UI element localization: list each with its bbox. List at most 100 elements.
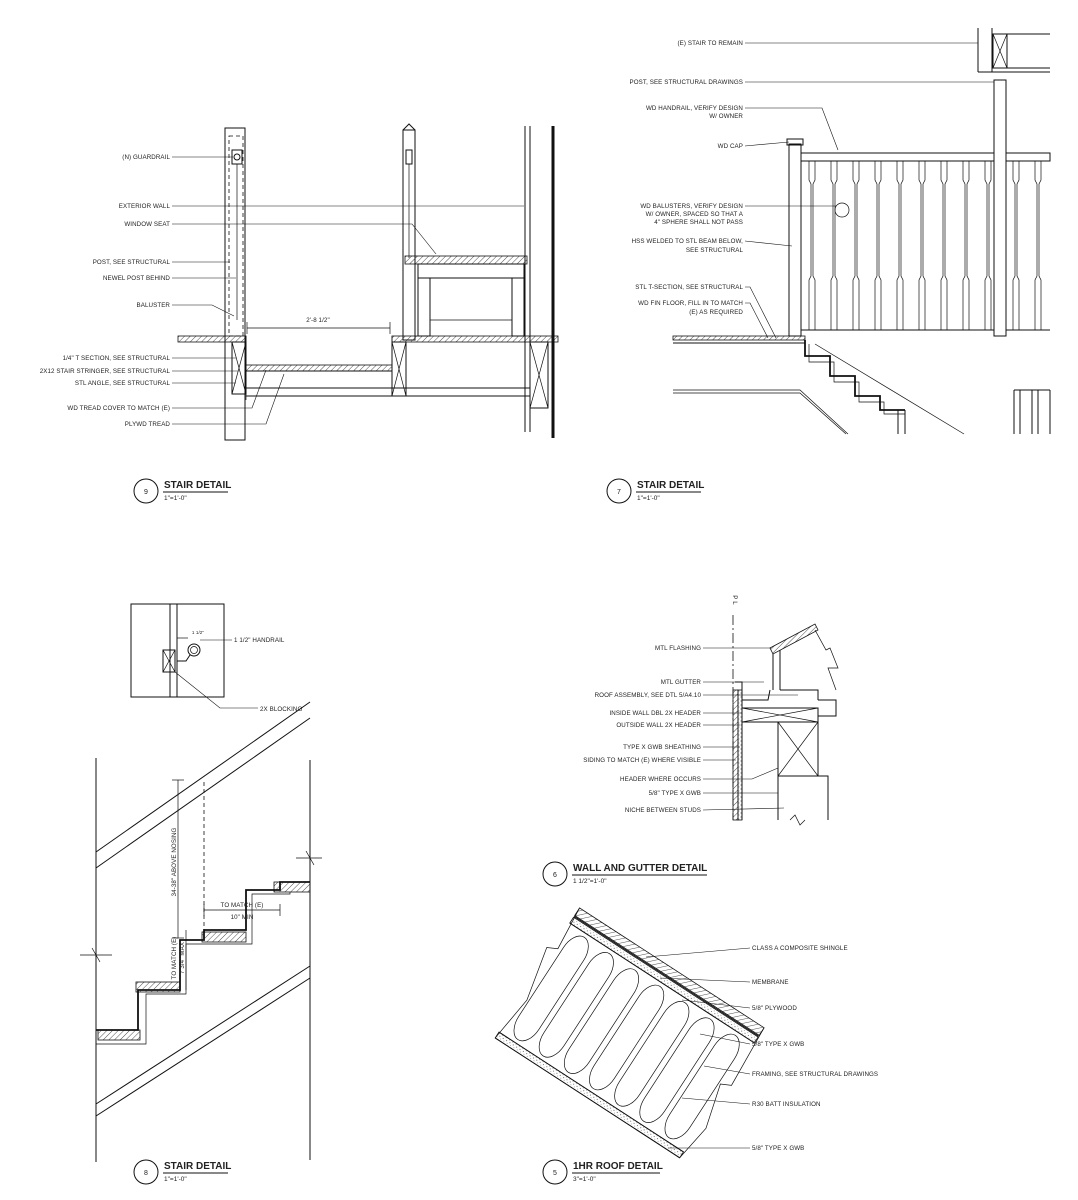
d9-label-t-section: 1/4" T SECTION, SEE STRUCTURAL [63, 355, 171, 362]
d6-roof [769, 623, 839, 700]
d7-existing-stair [977, 28, 1050, 73]
d7-post [993, 79, 1007, 337]
d5-batt-insulation [513, 935, 740, 1140]
d7-baluster [896, 161, 904, 330]
d5-label-membrane: MEMBRANE [752, 979, 789, 986]
d6-label-niche: NICHE BETWEEN STUDS [625, 807, 701, 814]
detail-9-stair: 2'-8 1/2" [40, 123, 559, 504]
d7-label-hss-1: HSS WELDED TO STL BEAM BELOW, [632, 238, 744, 245]
d6-title: WALL AND GUTTER DETAIL [573, 863, 707, 874]
d9-label-guardrail: (N) GUARDRAIL [122, 154, 170, 161]
d8-scale: 1"=1'-0" [164, 1176, 187, 1183]
d9-label-window-seat: WINDOW SEAT [124, 221, 170, 228]
d5-shingle [574, 907, 765, 1036]
d7-label-fin-floor-2: (E) AS REQUIRED [689, 309, 743, 316]
d6-label-gutter: MTL GUTTER [661, 679, 702, 686]
d7-baluster [874, 161, 882, 330]
d9-title: STAIR DETAIL [164, 480, 231, 491]
d5-plywood [569, 916, 759, 1044]
d7-handrail [800, 152, 995, 162]
d9-label-newel-post: NEWEL POST BEHIND [103, 275, 170, 282]
d7-label-balusters-3: 4" SPHERE SHALL NOT PASS [654, 219, 743, 226]
d5-label-gwb-bottom: 5/8" TYPE X GWB [752, 1145, 804, 1152]
d9-label-baluster: BALUSTER [137, 302, 171, 309]
d5-batt [614, 1001, 690, 1107]
d9-label-stringer: 2X12 STAIR STRINGER, SEE STRUCTURAL [40, 368, 171, 375]
d7-sphere-icon [834, 202, 850, 218]
d8-label-rail-height: 34-38" ABOVE NOSING [171, 828, 178, 897]
d5-batt [563, 968, 639, 1074]
d8-label-tread-match: TO MATCH (E) [221, 902, 264, 909]
d8-label-tread-min: 10" MIN [231, 914, 254, 921]
d7-baluster [918, 161, 926, 330]
d5-batt [538, 952, 614, 1058]
d6-scale: 1 1/2"=1'-0" [573, 878, 607, 885]
d6-label-siding: SIDING TO MATCH (E) WHERE VISIBLE [583, 757, 701, 764]
d8-label-riser-max: 7 3/4" MAX [179, 942, 186, 974]
d6-label-outside-header: OUTSIDE WALL 2X HEADER [616, 722, 701, 729]
d6-sheathing [737, 689, 743, 821]
d7-fin-floor [672, 335, 806, 341]
d5-label-shingle: CLASS A COMPOSITE SHINGLE [752, 945, 848, 952]
d5-membrane [573, 915, 759, 1037]
d9-exterior-wall [524, 126, 555, 438]
d5-label-plywood: 5/8" PLYWOOD [752, 1005, 797, 1012]
d9-number: 9 [144, 489, 148, 496]
d9-label-stl-angle: STL ANGLE, SEE STRUCTURAL [75, 380, 171, 387]
d9-dimension: 2'-8 1/2" [246, 317, 391, 334]
d6-inside-header [777, 721, 819, 777]
d9-title-block: 9 STAIR DETAIL 1"=1'-0" [133, 478, 231, 504]
d7-baluster [1034, 161, 1042, 330]
d7-label-cap: WD CAP [718, 143, 743, 150]
d9-label-post: POST, SEE STRUCTURAL [93, 259, 171, 266]
d5-number: 5 [553, 1170, 557, 1177]
d8-handrail-line-1 [95, 701, 311, 853]
d5-label-insulation: R30 BATT INSULATION [752, 1101, 821, 1108]
d5-title: 1HR ROOF DETAIL [573, 1161, 663, 1172]
d9-floor-right [391, 335, 559, 343]
d6-label-inside-header: INSIDE WALL DBL 2X HEADER [609, 710, 701, 717]
d6-label-roof-assembly: ROOF ASSEMBLY, SEE DTL 5/A4.10 [595, 692, 702, 699]
d8-handrail-inset: 1 1/2" [130, 603, 258, 709]
d9-stair-tread [245, 364, 393, 372]
d8-handrail-line-2 [95, 717, 311, 869]
d9-dimension-text: 2'-8 1/2" [306, 317, 330, 324]
d5-label-gwb-top: 5/8" TYPE X GWB [752, 1041, 804, 1048]
d5-batt [513, 935, 589, 1042]
d9-window-seat [402, 123, 528, 341]
d6-siding [732, 689, 739, 821]
d7-balusters [808, 161, 1042, 330]
d7-baluster [962, 161, 970, 330]
d5-title-block: 5 1HR ROOF DETAIL 3"=1'-0" [542, 1159, 663, 1185]
d8-label-blocking: 2X BLOCKING [260, 706, 302, 713]
d7-stair-profile [804, 340, 905, 411]
d7-baluster [1012, 161, 1020, 330]
d8-dimensions [172, 779, 281, 990]
d7-baluster [852, 161, 860, 330]
d7-baluster [984, 161, 992, 330]
d8-stringer-1 [95, 965, 311, 1105]
d6-pl-mark: P L [731, 595, 738, 605]
detail-6-wall-gutter: P L [542, 595, 839, 887]
d9-label-plywd-tread: PLYWD TREAD [125, 421, 171, 428]
d9-floor-left [177, 335, 247, 343]
d9-guardrail-post [224, 127, 246, 441]
d7-label-handrail-1: WD HANDRAIL, VERIFY DESIGN [646, 105, 743, 112]
d7-label-post: POST, SEE STRUCTURAL DRAWINGS [630, 79, 743, 86]
d6-number: 6 [553, 872, 557, 879]
d5-batt [589, 984, 665, 1091]
d7-label-hss-2: SEE STRUCTURAL [686, 247, 744, 254]
d6-leaders [702, 647, 798, 811]
detail-7-stair: (E) STAIR TO REMAIN POST, SEE STRUCTURAL… [606, 28, 1051, 504]
d5-batt [639, 1017, 715, 1123]
d5-label-framing: FRAMING, SEE STRUCTURAL DRAWINGS [752, 1071, 878, 1078]
d7-title: STAIR DETAIL [637, 480, 704, 491]
d7-scale: 1"=1'-0" [637, 495, 660, 502]
d9-leaders [172, 156, 524, 425]
d9-label-exterior-wall: EXTERIOR WALL [119, 203, 171, 210]
d8-label-riser-match: TO MATCH (E) [171, 937, 178, 980]
d8-stringer-2 [95, 977, 311, 1117]
d7-label-balusters-2: W/ OWNER, SPACED SO THAT A [646, 211, 744, 218]
d8-gap-text: 1 1/2" [192, 630, 205, 635]
